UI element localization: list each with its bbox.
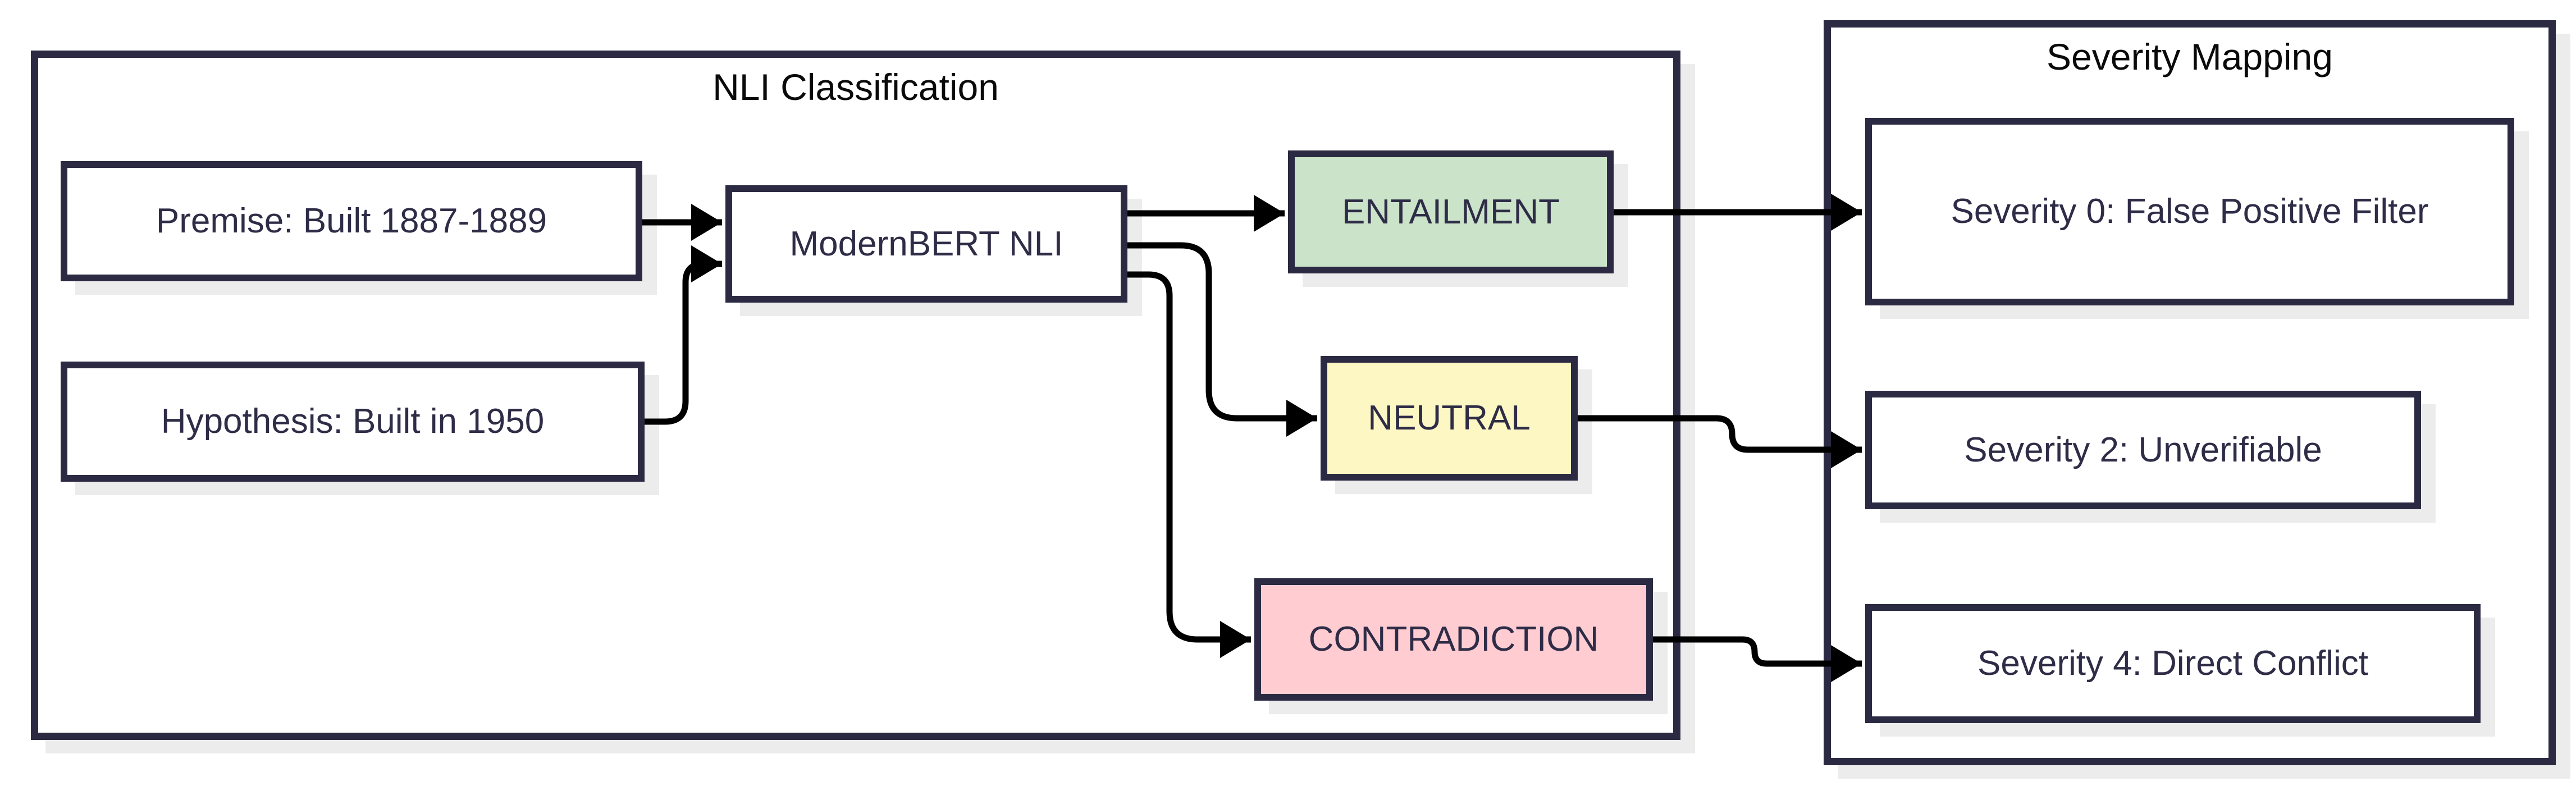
arrowhead-entailment-to-severity-0 — [1831, 194, 1862, 231]
node-label-hypothesis: Hypothesis: Built in 1950 — [161, 402, 545, 441]
node-label-neutral: NEUTRAL — [1368, 399, 1531, 438]
arrowhead-premise-to-modernbert-nli — [691, 204, 722, 241]
edge-neutral-to-severity-2 — [1578, 415, 1862, 453]
node-severity-2: Severity 2: Unverifiable — [1865, 391, 2421, 509]
arrowhead-hypothesis-to-modernbert-nli — [691, 245, 722, 282]
node-contradiction: CONTRADICTION — [1254, 578, 1653, 701]
node-modernbert-nli: ModernBERT NLI — [725, 185, 1127, 303]
node-label-modernbert-nli: ModernBERT NLI — [789, 224, 1063, 263]
container-title-nli-classification: NLI Classification — [712, 66, 999, 108]
node-severity-0: Severity 0: False Positive Filter — [1865, 118, 2514, 305]
arrowhead-contradiction-to-severity-4 — [1831, 645, 1862, 682]
node-label-contradiction: CONTRADICTION — [1308, 620, 1599, 659]
node-label-entailment: ENTAILMENT — [1341, 192, 1560, 231]
node-label-severity-0: Severity 0: False Positive Filter — [1951, 192, 2429, 231]
arrowhead-modernbert-nli-to-contradiction — [1220, 621, 1251, 658]
edge-modernbert-nli-to-neutral — [1127, 242, 1317, 422]
node-severity-4: Severity 4: Direct Conflict — [1865, 604, 2481, 723]
node-premise: Premise: Built 1887-1889 — [61, 161, 642, 281]
node-label-severity-2: Severity 2: Unverifiable — [1964, 430, 2322, 469]
node-hypothesis: Hypothesis: Built in 1950 — [61, 362, 645, 482]
arrowhead-modernbert-nli-to-entailment — [1254, 195, 1285, 232]
arrowhead-neutral-to-severity-2 — [1831, 431, 1862, 468]
edge-contradiction-to-severity-4 — [1653, 636, 1862, 667]
node-entailment: ENTAILMENT — [1288, 150, 1614, 273]
node-label-severity-4: Severity 4: Direct Conflict — [1977, 644, 2368, 683]
container-title-severity-mapping: Severity Mapping — [2047, 36, 2333, 77]
edge-modernbert-nli-to-contradiction — [1127, 271, 1251, 643]
node-label-premise: Premise: Built 1887-1889 — [156, 202, 547, 241]
arrowhead-modernbert-nli-to-neutral — [1286, 400, 1317, 437]
node-neutral: NEUTRAL — [1321, 356, 1578, 481]
